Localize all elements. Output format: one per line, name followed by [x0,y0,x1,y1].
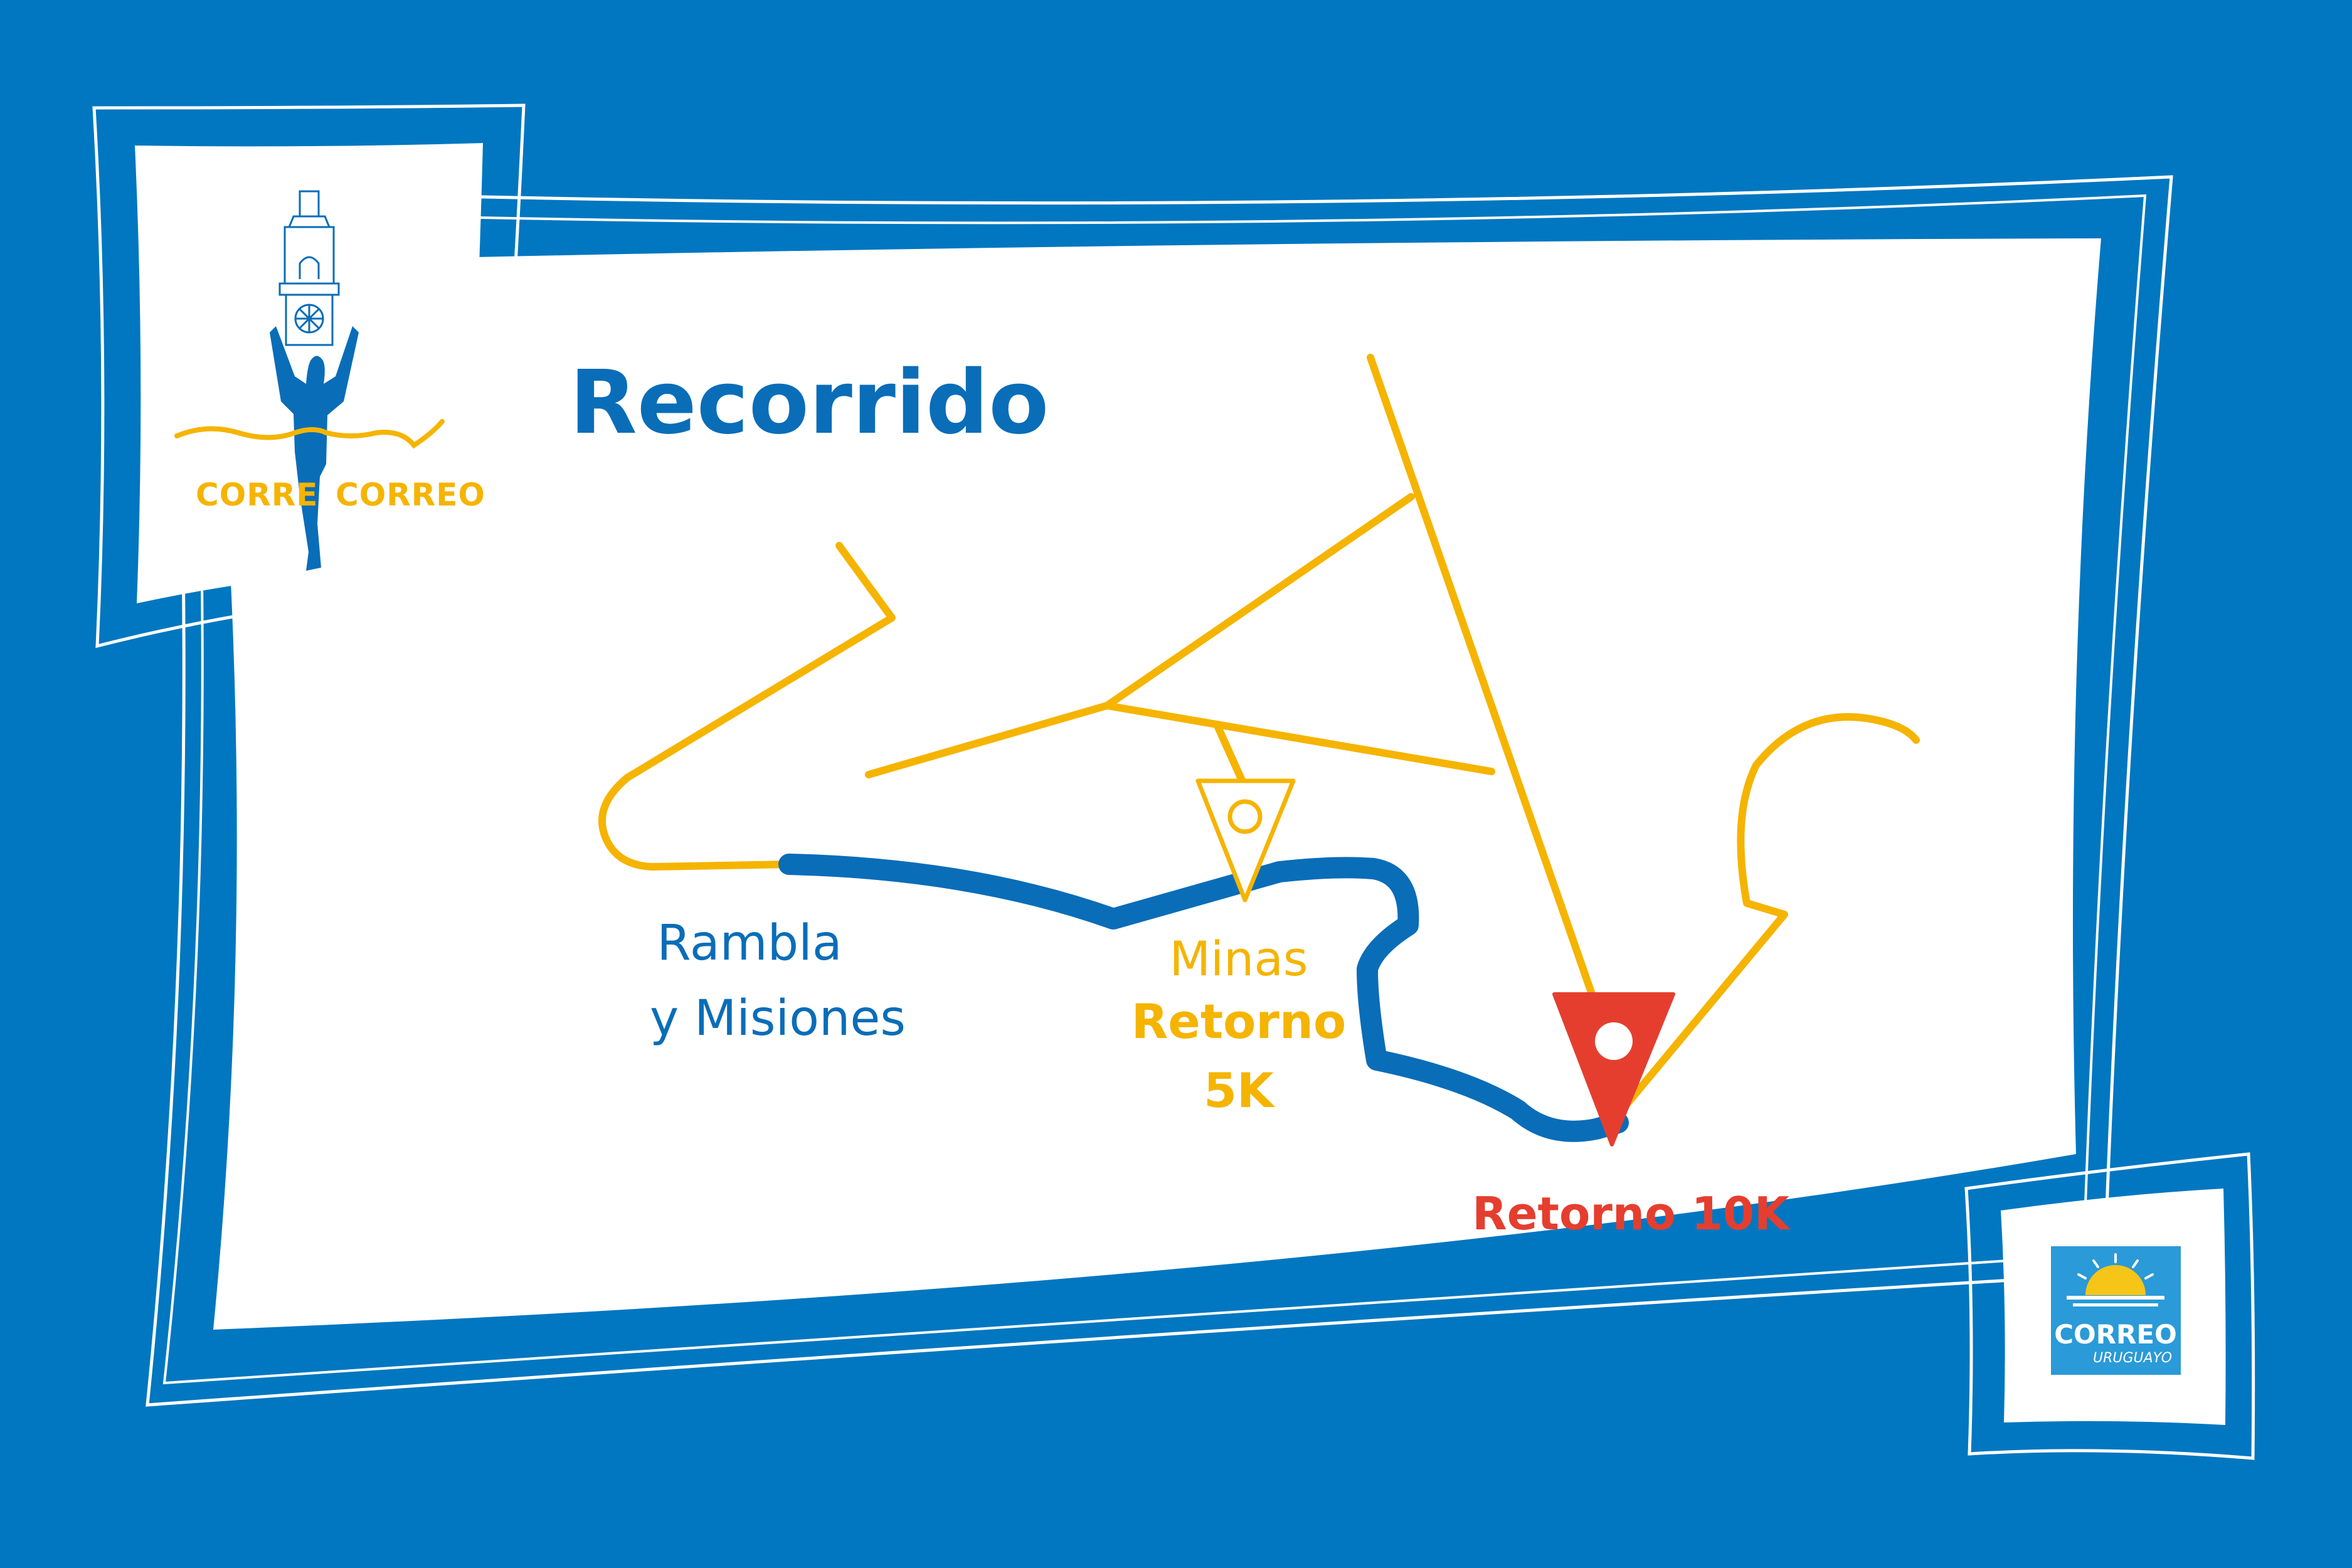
event-logo: CORRE CORREO [174,190,485,571]
rambla-label-line2: y Misiones [650,990,906,1047]
retorno-5k-label-line1: Retorno [1131,993,1346,1049]
avenue-cross [1103,702,1495,775]
retorno-5k-pin-icon [1195,778,1296,903]
route-streets [598,354,1920,1111]
rambla-label-line1: Rambla [657,915,842,972]
map-card [207,238,2101,1330]
event-logo-text-right: CORREO [336,477,485,513]
rambla-coast-route [778,854,1629,1142]
logo-panel-frame [92,103,526,649]
map-title: Recorrido [569,352,1049,454]
sunrise-icon [2067,1253,2164,1306]
sponsor-logo: CORREO URUGUAYO [2051,1246,2181,1375]
avenue-diagonal-long [1367,354,1600,1010]
runner-icon [270,326,359,571]
event-logo-text-left: CORRE [196,477,318,513]
retorno-10k-label: Retorno 10K [1472,1187,1791,1240]
avenue-diagonal-north [1103,493,1415,709]
retorno-10k-marker [1552,992,1675,1147]
avenue-west-branch [865,702,1111,778]
sponsor-logo-name: CORREO [2054,1319,2177,1350]
avenue-connector-5k [1213,721,1249,791]
runner-with-clock-tower-icon [278,190,340,346]
retorno-5k-label-line2: 5K [1204,1062,1276,1118]
route-west-loop [598,542,896,871]
minas-label: Minas [1169,931,1308,987]
retorno-5k-marker [1195,778,1296,903]
finish-ribbon [174,419,445,449]
route-east-loop [1621,713,1920,1111]
sponsor-logo-subname: URUGUAYO [2093,1350,2172,1366]
sponsor-panel-frame [1964,1152,2255,1460]
retorno-10k-pin-icon [1552,992,1675,1147]
